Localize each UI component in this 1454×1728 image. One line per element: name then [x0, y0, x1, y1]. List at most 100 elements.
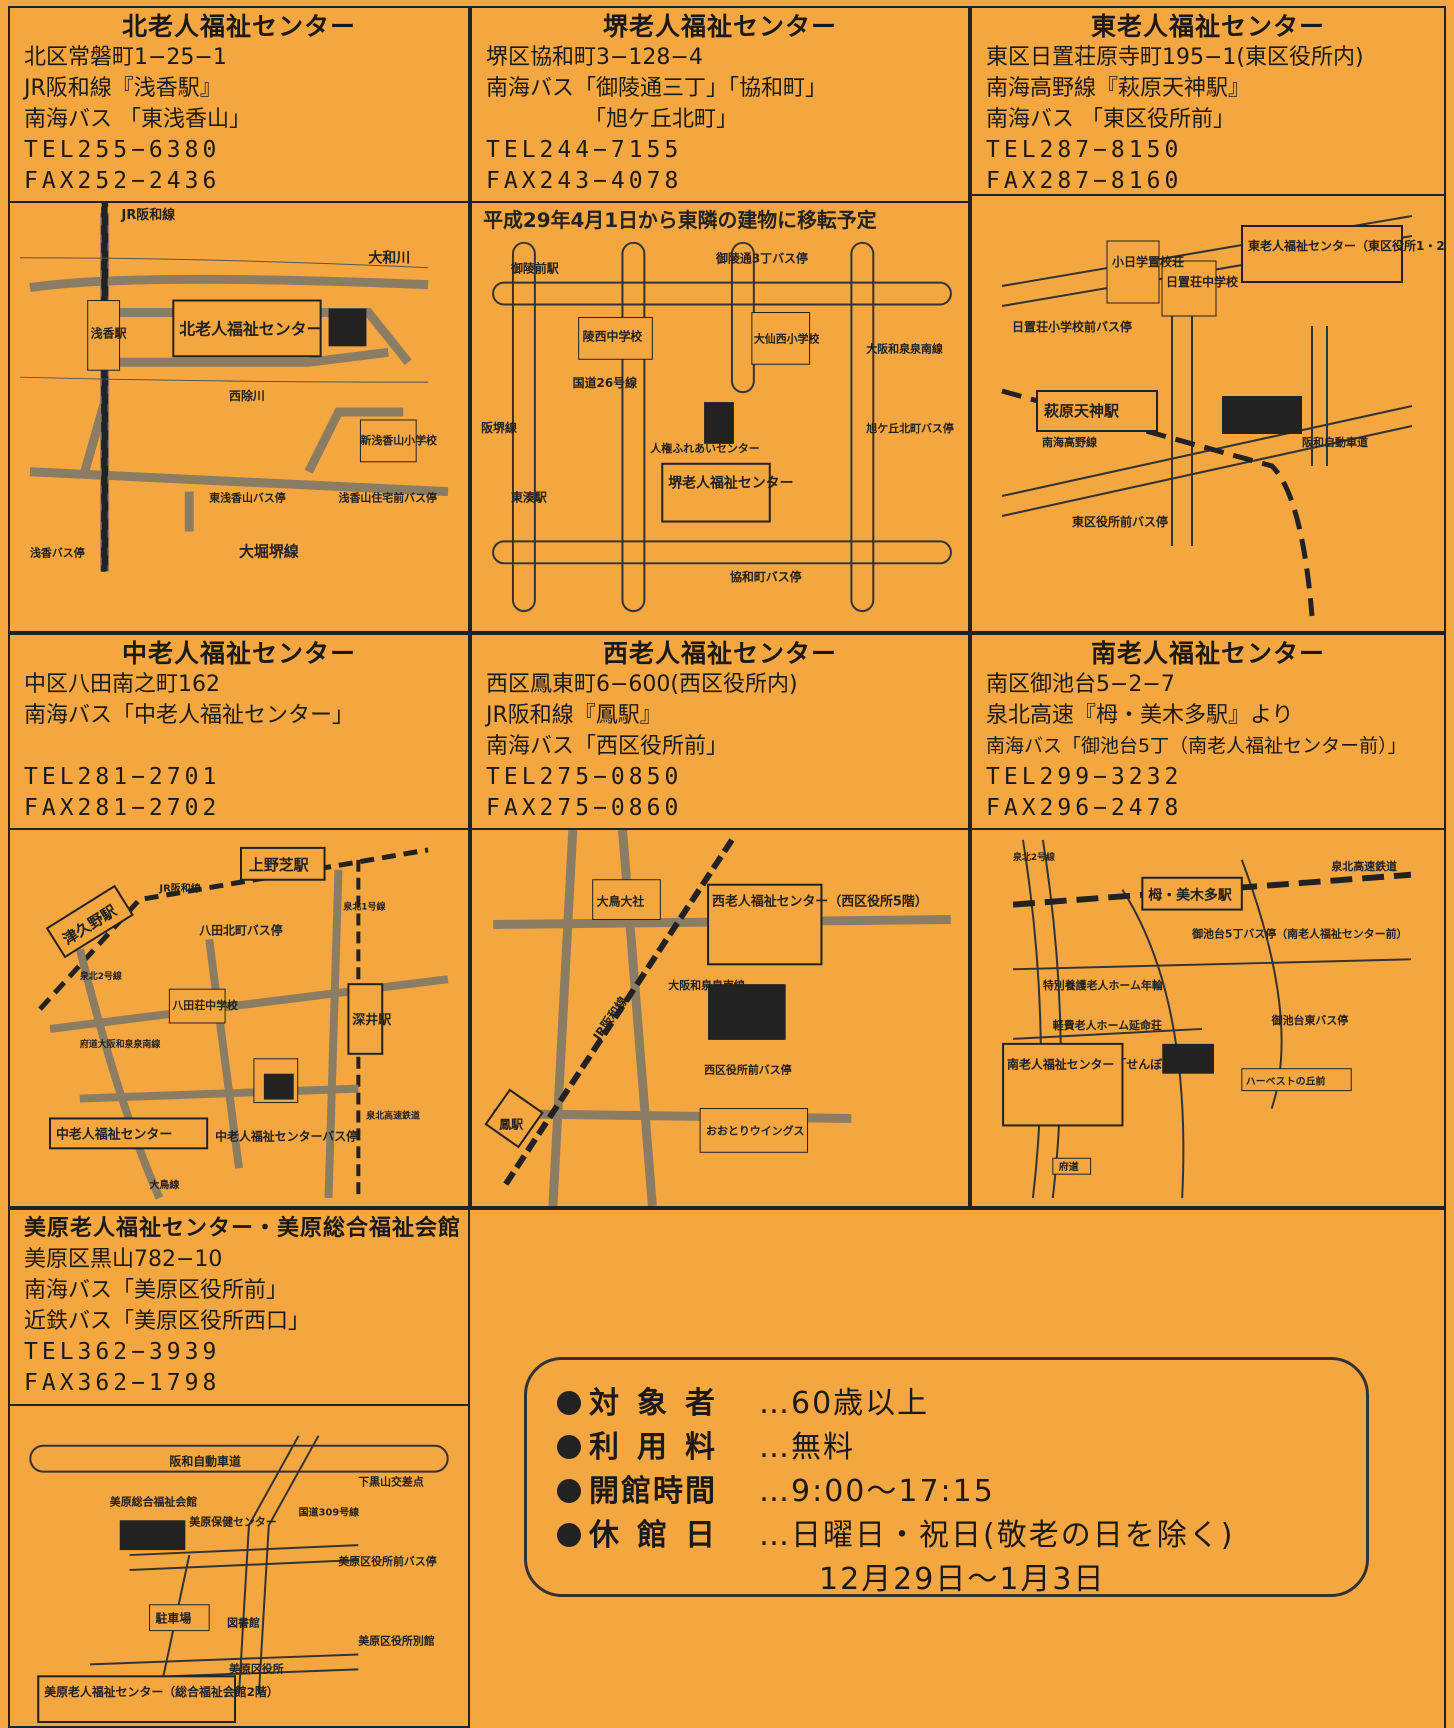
kita-rail: JR阪和線『浅香駅』	[24, 76, 222, 101]
higashi-info: 東老人福祉センター 東区日置荘原寺町195−1(東区役所内) 南海高野線『萩原天…	[972, 8, 1444, 196]
kita-map-river1: 大和川	[368, 250, 410, 267]
higashi-address: 東区日置荘原寺町195−1(東区役所内)	[986, 45, 1364, 70]
higashi-rail: 南海高野線『萩原天神駅』	[986, 76, 1251, 101]
minami-map-center: 南老人福祉センター「せんぼく苑」	[1007, 1058, 1198, 1072]
higashi-map-station: 萩原天神駅	[1044, 402, 1120, 420]
mihara-title: 美原老人福祉センター・美原総合福祉会館	[24, 1216, 462, 1241]
nishi-map-center: 西老人福祉センター（西区役所5階）	[712, 894, 928, 910]
naka-map-road3: 府道大阪和泉泉南線	[80, 1038, 161, 1050]
nishi-center-card: 西老人福祉センター 西区鳳東町6−600(西区役所内) JR阪和線『鳳駅』 南海…	[470, 633, 970, 1208]
minami-map-road2: 府道	[1059, 1160, 1079, 1173]
minami-rail: 泉北高速『栂・美木多駅』より	[986, 703, 1294, 728]
info-closed-extra: 12月29日〜1月3日	[819, 1562, 1106, 1597]
info-target: 対象者…60歳以上	[557, 1382, 1366, 1426]
kita-info: 北老人福祉センター 北区常磐町1−25−1 JR阪和線『浅香駅』 南海バス 「東…	[10, 8, 468, 203]
mihara-map-bus: 美原区役所前バス停	[338, 1554, 436, 1568]
nishi-bus: 南海バス「西区役所前」	[486, 734, 729, 759]
minami-address: 南区御池台5−2−7	[986, 672, 1175, 697]
kita-address: 北区常磐町1−25−1	[24, 45, 227, 70]
kita-map-station: 浅香駅	[91, 325, 127, 340]
naka-map-road2: 泉北2号線	[79, 970, 122, 982]
info-target-value: …60歳以上	[759, 1386, 930, 1421]
mihara-map-health: 美原保健センター	[189, 1514, 276, 1528]
mihara-tel: TEL362−3939	[24, 1339, 221, 1365]
higashi-map-center: 東老人福祉センター（東区役所1・2階）	[1248, 238, 1444, 253]
naka-map: 津久野駅 JR阪和線 上野芝駅 八田北町バス停 八田荘中学校 泉北1号線 深井駅…	[10, 830, 468, 1206]
nishi-map-station: 鳳駅	[499, 1117, 523, 1131]
kita-map-river2: 西除川	[229, 388, 265, 403]
higashi-map-rail: 南海高野線	[1042, 435, 1097, 449]
bullet-icon	[557, 1523, 581, 1547]
info-fee-value: …無料	[759, 1430, 855, 1465]
sakai-map-station1: 御陵前駅	[510, 261, 559, 276]
nishi-map-road: 大阪和泉泉南線	[668, 978, 745, 992]
sakai-map-road: 国道26号線	[573, 375, 637, 390]
info-closed: 休館日 …日曜日・祝日(敬老の日を除く)	[557, 1514, 1366, 1558]
naka-map-center: 中老人福祉センター	[56, 1126, 172, 1142]
naka-map-rail1: JR阪和線	[158, 882, 200, 895]
naka-info: 中老人福祉センター 中区八田南之町162 南海バス「中老人福祉センター」 TEL…	[10, 635, 468, 830]
mihara-address: 美原区黒山782−10	[24, 1247, 223, 1272]
kita-map-rail: JR阪和線	[121, 207, 176, 223]
higashi-map: 小日学置校荘 日置荘中学校 東老人福祉センター（東区役所1・2階） 日置荘小学校…	[972, 196, 1444, 631]
higashi-map-bus2: 東区役所前バス停	[1072, 514, 1168, 529]
minami-map-station: 栂・美木多駅	[1148, 887, 1232, 904]
info-closed-label: 休館日	[589, 1518, 733, 1553]
higashi-center-card: 東老人福祉センター 東区日置荘原寺町195−1(東区役所内) 南海高野線『萩原天…	[970, 6, 1446, 633]
naka-map-school: 八田荘中学校	[171, 998, 239, 1012]
nishi-rail: JR阪和線『鳳駅』	[486, 703, 662, 728]
sakai-info: 堺老人福祉センター 堺区協和町3−128−4 南海バス「御陵通三丁」「協和町」 …	[472, 8, 968, 203]
kita-map: JR阪和線 大和川 浅香駅 北老人福祉センター 西除川 新浅香山小学校 東浅香山…	[10, 203, 468, 631]
minami-map-facility2: 軽費老人ホーム延命荘	[1053, 1018, 1162, 1032]
mihara-map-parking: 駐車場	[156, 1612, 192, 1626]
info-hours-value: …9:00〜17:15	[759, 1474, 995, 1509]
kita-map-bus3: 浅香バス停	[30, 545, 85, 559]
sakai-title: 堺老人福祉センター	[602, 12, 837, 41]
kita-map-center: 北老人福祉センター	[179, 319, 322, 338]
sakai-bus: 南海バス「御陵通三丁」「協和町」	[486, 76, 828, 101]
higashi-map-highway: 阪和自動車道	[1302, 435, 1368, 449]
kita-bus: 南海バス 「東浅香山」	[24, 107, 251, 132]
nishi-fax: FAX275−0860	[486, 795, 683, 821]
minami-title: 南老人福祉センター	[1090, 639, 1325, 668]
sakai-map-school2: 大仙西小学校	[754, 331, 821, 345]
minami-tel: TEL299−3232	[986, 764, 1183, 790]
higashi-map-bus1: 日置荘小学校前バス停	[1012, 319, 1132, 334]
mihara-bus2: 近鉄バス「美原区役所西口」	[24, 1309, 311, 1334]
mihara-map-highway: 阪和自動車道	[169, 1455, 241, 1469]
naka-map-station3: 深井駅	[352, 1012, 391, 1028]
naka-map-station2: 上野芝駅	[249, 856, 309, 874]
higashi-title: 東老人福祉センター	[1090, 12, 1325, 41]
kita-title: 北老人福祉センター	[121, 12, 356, 41]
naka-blank	[10, 731, 468, 762]
sakai-map-bus1: 御陵通3丁バス停	[715, 251, 808, 266]
sakai-map-school1: 陵西中学校	[583, 328, 643, 343]
minami-map-bus1: 御池台5丁バス停（南老人福祉センター前）	[1191, 926, 1407, 940]
info-panel	[470, 1208, 1446, 1728]
kita-center-card: 北老人福祉センター 北区常磐町1−25−1 JR阪和線『浅香駅』 南海バス 「東…	[8, 6, 470, 633]
sakai-map-station2: 東湊駅	[511, 490, 547, 505]
naka-tel: TEL281−2701	[24, 764, 221, 790]
minami-fax: FAX296−2478	[986, 795, 1183, 821]
info-closed-value: …日曜日・祝日(敬老の日を除く)	[759, 1518, 1235, 1553]
minami-map-bus2: 御池台東バス停	[1271, 1013, 1349, 1027]
minami-map-other: ハーベストの丘前	[1246, 1075, 1326, 1088]
mihara-center-card: 美原老人福祉センター・美原総合福祉会館 美原区黒山782−10 南海バス「美原区…	[8, 1208, 470, 1728]
mihara-fax: FAX362−1798	[24, 1370, 221, 1396]
info-hours-label: 開館時間	[589, 1474, 717, 1509]
naka-map-bus1: 八田北町バス停	[198, 923, 283, 937]
naka-fax: FAX281−2702	[24, 795, 221, 821]
info-hours: 開館時間 …9:00〜17:15	[557, 1470, 1366, 1514]
naka-center-card: 中老人福祉センター 中区八田南之町162 南海バス「中老人福祉センター」 TEL…	[8, 633, 470, 1208]
minami-bus: 南海バス「御池台5丁（南老人福祉センター前）」	[986, 735, 1407, 757]
higashi-fax: FAX287−8160	[986, 168, 1183, 194]
sakai-fax: FAX243−4078	[486, 168, 683, 194]
nishi-info: 西老人福祉センター 西区鳳東町6−600(西区役所内) JR阪和線『鳳駅』 南海…	[472, 635, 968, 830]
kita-fax: FAX252−2436	[24, 168, 221, 194]
mihara-map-road: 国道309号線	[299, 1505, 360, 1518]
sakai-map-center: 堺老人福祉センター	[668, 475, 793, 492]
nishi-map-shrine: 大鳥大社	[597, 895, 645, 909]
naka-title: 中老人福祉センター	[121, 639, 356, 668]
kita-map-school: 新浅香山小学校	[360, 433, 438, 447]
